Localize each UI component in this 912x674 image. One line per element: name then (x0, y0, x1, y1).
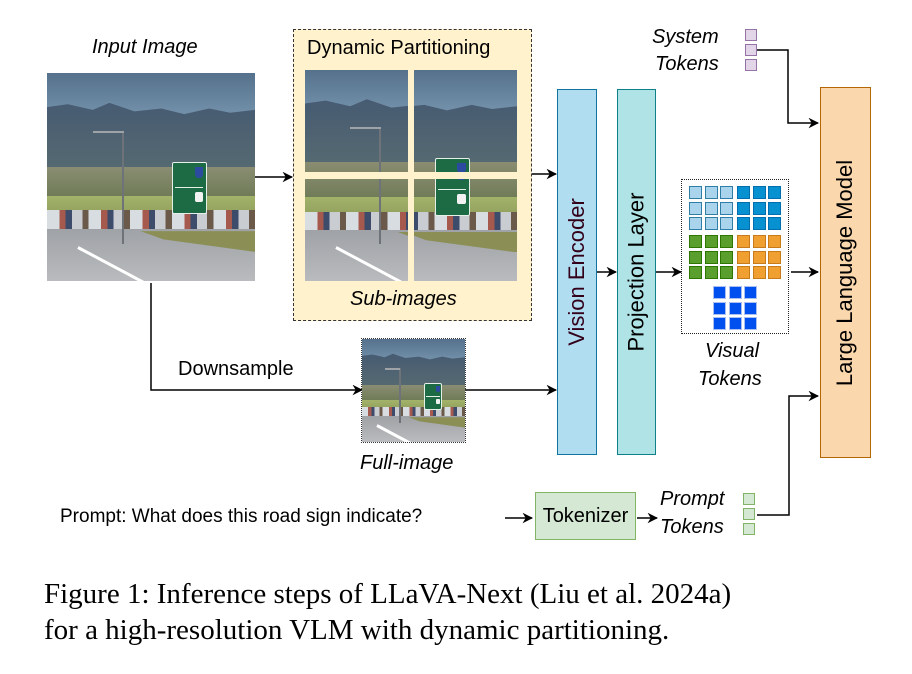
input-image-label: Input Image (92, 36, 198, 58)
visual-token-sub-image-4 (752, 250, 766, 264)
sub-image-top-left (305, 70, 408, 172)
arrow-prompt-tokens-to-llm (757, 390, 820, 516)
visual-token-sub-image-3 (689, 235, 702, 248)
visual-token-grid (682, 180, 788, 333)
visual-token-sub-image-1 (704, 201, 718, 215)
visual-token-sub-image-4 (737, 250, 750, 264)
visual-token-sub-image-2 (737, 186, 750, 199)
visual-token-sub-image-3 (704, 250, 718, 264)
figure-caption-line2: for a high-resolution VLM with dynamic p… (44, 614, 670, 646)
prompt-tokens-label-line2: Tokens (660, 516, 724, 538)
full-image-label: Full-image (360, 452, 454, 474)
system-token (745, 59, 757, 71)
visual-token-sub-image-1 (689, 201, 702, 215)
prompt-tokens-label-line1: Prompt (660, 488, 725, 510)
llm-label: Large Language Model (832, 159, 858, 386)
system-tokens-label-line1: System (652, 26, 719, 48)
dynamic-partitioning-title: Dynamic Partitioning (307, 37, 491, 59)
visual-tokens-label-line1: Visual (705, 340, 760, 362)
prompt-token (743, 523, 755, 535)
full-image (361, 338, 466, 443)
road-sign (171, 162, 208, 215)
sub-images-label: Sub-images (350, 288, 457, 310)
visual-token-full-image (744, 317, 757, 330)
visual-token-sub-image-4 (768, 266, 781, 279)
system-token-stack (745, 29, 757, 73)
sub-image-bottom-left (305, 179, 408, 281)
visual-token-sub-image-2 (737, 201, 750, 215)
visual-token-sub-image-2 (752, 217, 766, 230)
visual-tokens-box (681, 179, 789, 334)
visual-token-sub-image-1 (720, 186, 733, 199)
visual-token-sub-image-3 (720, 266, 733, 279)
vision-encoder-block: Vision Encoder (557, 89, 597, 455)
projection-layer-label: Projection Layer (623, 192, 649, 352)
figure-caption-line1: Figure 1: Inference steps of LLaVA-Next … (44, 578, 732, 610)
visual-token-sub-image-4 (768, 250, 781, 264)
prompt-token (743, 493, 755, 505)
visual-token-sub-image-4 (752, 266, 766, 279)
visual-token-sub-image-2 (768, 201, 781, 215)
visual-token-full-image (713, 317, 726, 330)
visual-token-sub-image-1 (689, 217, 702, 230)
visual-token-full-image (744, 286, 757, 299)
downsample-label: Downsample (178, 358, 294, 380)
visual-token-sub-image-1 (704, 217, 718, 230)
visual-token-sub-image-2 (752, 201, 766, 215)
visual-token-sub-image-4 (752, 235, 766, 248)
visual-token-sub-image-3 (689, 250, 702, 264)
arrow-downsample (150, 283, 364, 396)
visual-token-sub-image-2 (752, 186, 766, 199)
projection-layer-block: Projection Layer (617, 89, 656, 455)
visual-token-full-image (713, 286, 726, 299)
visual-token-sub-image-2 (768, 186, 781, 199)
visual-token-sub-image-3 (704, 266, 718, 279)
visual-token-full-image (728, 301, 742, 315)
visual-token-sub-image-3 (720, 250, 733, 264)
visual-token-sub-image-3 (689, 266, 702, 279)
visual-token-full-image (713, 301, 726, 315)
visual-token-sub-image-1 (720, 201, 733, 215)
sub-image-top-right (414, 70, 517, 172)
system-token (745, 44, 757, 56)
visual-token-full-image (728, 317, 742, 330)
prompt-text: Prompt: What does this road sign indicat… (60, 506, 423, 527)
tokenizer-label: Tokenizer (542, 504, 629, 527)
visual-tokens-label-line2: Tokens (698, 368, 762, 390)
visual-token-sub-image-4 (768, 235, 781, 248)
visual-token-sub-image-1 (704, 186, 718, 199)
system-tokens-label-line2: Tokens (655, 53, 719, 75)
input-image (47, 73, 255, 281)
vision-encoder-label: Vision Encoder (564, 198, 590, 346)
visual-token-sub-image-3 (704, 235, 718, 248)
llm-block: Large Language Model (820, 87, 871, 458)
visual-token-full-image (744, 301, 757, 315)
visual-token-sub-image-2 (737, 217, 750, 230)
visual-token-sub-image-3 (720, 235, 733, 248)
system-token (745, 29, 757, 41)
tokenizer-block: Tokenizer (535, 492, 636, 540)
arrow-system-to-llm (757, 49, 820, 129)
visual-token-sub-image-4 (737, 266, 750, 279)
prompt-token (743, 508, 755, 520)
prompt-token-stack (743, 493, 755, 537)
visual-token-sub-image-1 (689, 186, 702, 199)
visual-token-full-image (728, 286, 742, 299)
visual-token-sub-image-4 (737, 235, 750, 248)
visual-token-sub-image-2 (768, 217, 781, 230)
visual-token-sub-image-1 (720, 217, 733, 230)
sub-image-bottom-right (414, 179, 517, 281)
